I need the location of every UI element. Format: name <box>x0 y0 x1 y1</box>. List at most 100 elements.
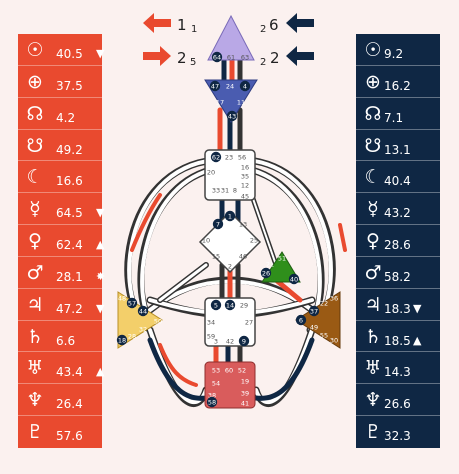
left-top-sub: 1 <box>191 24 198 35</box>
gate-marker <box>308 305 320 317</box>
personality-row: ☋13.1 <box>356 130 440 162</box>
design-row: ☊4.2 <box>18 98 102 130</box>
personality-row: ☉9.2 <box>356 34 440 66</box>
gate-number: 25 <box>250 237 258 245</box>
neptune-icon: ♆ <box>26 389 44 412</box>
gate-marker <box>224 299 236 311</box>
gate-line-value: 28.6 <box>384 238 411 253</box>
gate-number: 54 <box>212 380 220 388</box>
gate-number: 12 <box>241 182 249 190</box>
gate-line-value: 18.3 <box>384 301 411 316</box>
arrow-right-icon <box>143 46 171 66</box>
south-node-icon: ☋ <box>26 134 44 157</box>
mercury-icon: ☿ <box>367 198 379 221</box>
gate-number: 43 <box>228 113 236 121</box>
gate-line-value: 58.2 <box>384 269 411 284</box>
gate-number: 49 <box>310 324 318 332</box>
gate-number: 32 <box>139 326 147 334</box>
root-center <box>204 361 256 409</box>
gate-number: 1 <box>228 213 232 221</box>
gate-number: 14 <box>226 302 234 310</box>
gate-number: 18 <box>118 337 126 345</box>
gate-line-value: 40.5 <box>56 47 83 61</box>
right-top-digit: 6 <box>269 16 279 34</box>
gate-number: 16 <box>241 164 249 172</box>
personality-row: ♄18.5▲ <box>356 321 440 353</box>
gate-number: 30 <box>330 337 338 345</box>
gate-number: 52 <box>238 367 246 375</box>
left-bottom-sub: 5 <box>190 57 197 68</box>
gate-number: 62 <box>212 154 220 162</box>
pluto-icon: ♇ <box>364 421 382 444</box>
fixing-mark: ▲ <box>96 238 105 252</box>
gate-number: 7 <box>216 221 220 229</box>
mars-icon: ♂ <box>364 261 382 284</box>
gate-number: 5 <box>214 302 218 310</box>
gate-number: 40 <box>290 276 298 284</box>
gate-number: 13 <box>239 221 247 229</box>
design-row: ☿64.5▼ <box>18 193 105 226</box>
fixing-mark: ▼ <box>96 206 105 220</box>
personality-row: ♂58.2 <box>356 257 440 289</box>
south-node-icon: ☋ <box>364 134 382 157</box>
personality-row: ♅14.3 <box>356 352 440 385</box>
saturn-icon: ♄ <box>26 325 44 348</box>
earth-icon: ⊕ <box>365 70 381 93</box>
gate-line-value: 32.3 <box>384 429 411 444</box>
gate-number: 64 <box>213 54 221 62</box>
gate-line-value: 18.5 <box>384 333 411 348</box>
gate-number: 9 <box>242 338 246 346</box>
gate-marker <box>137 305 149 317</box>
sun-icon: ☉ <box>26 39 44 61</box>
gate-number: 34 <box>207 319 215 327</box>
gate-marker <box>239 80 251 92</box>
gate-line-value: 37.5 <box>56 78 83 93</box>
gate-marker <box>224 210 236 222</box>
gate-marker <box>126 297 138 309</box>
venus-icon: ♀ <box>28 230 42 253</box>
gate-marker <box>238 335 250 347</box>
saturn-icon: ♄ <box>364 325 382 348</box>
personality-row: ♆26.6 <box>356 384 440 417</box>
gate-line-value: 43.4 <box>56 365 83 380</box>
design-row: ♆ 26.4 <box>18 384 102 417</box>
design-row: ♅43.4▲ <box>18 352 105 385</box>
gate-line-value: 26.4 <box>56 397 83 412</box>
gate-line-value: 26.6 <box>384 397 411 412</box>
gate-number: 17 <box>216 99 224 107</box>
personality-row: ♃18.3▼ <box>356 289 440 321</box>
gate-number: 38 <box>208 392 216 400</box>
gate-number: 4 <box>243 83 247 91</box>
gate-number: 24 <box>226 83 234 91</box>
right-top-sub: 2 <box>260 24 267 35</box>
gate-number: 56 <box>238 154 246 162</box>
gate-line-value: 40.4 <box>384 174 411 189</box>
fixing-mark: ▲ <box>96 365 105 379</box>
north-node-icon: ☊ <box>26 102 44 125</box>
arrow-left-icon <box>143 13 171 33</box>
design-row: ♇57.6 <box>18 416 102 448</box>
design-row: ♄6.6 <box>18 321 102 353</box>
gate-number: 11 <box>237 99 245 107</box>
gate-marker <box>206 396 218 408</box>
gate-number: 48 <box>118 295 126 303</box>
gate-number: 59 <box>207 333 215 341</box>
gate-line-value: 57.6 <box>56 429 83 444</box>
gate-marker <box>210 299 222 311</box>
gate-line-value: 43.2 <box>384 206 411 221</box>
arrow-left-icon <box>286 13 314 33</box>
gate-number: 53 <box>212 367 220 375</box>
gate-marker <box>260 267 272 279</box>
gate-number: 37 <box>310 308 318 316</box>
gate-number: 41 <box>241 400 249 408</box>
fixing-mark: ▼ <box>96 47 105 60</box>
gate-number: 47 <box>211 83 219 91</box>
gate-line-value: 7.1 <box>384 110 404 125</box>
gate-number: 27 <box>245 319 253 327</box>
gate-number: 6 <box>299 317 303 325</box>
personality-row: ♀28.6 <box>356 225 440 257</box>
personality-row: ⊕16.2 <box>356 66 440 98</box>
solar-plexus-center <box>295 291 341 349</box>
